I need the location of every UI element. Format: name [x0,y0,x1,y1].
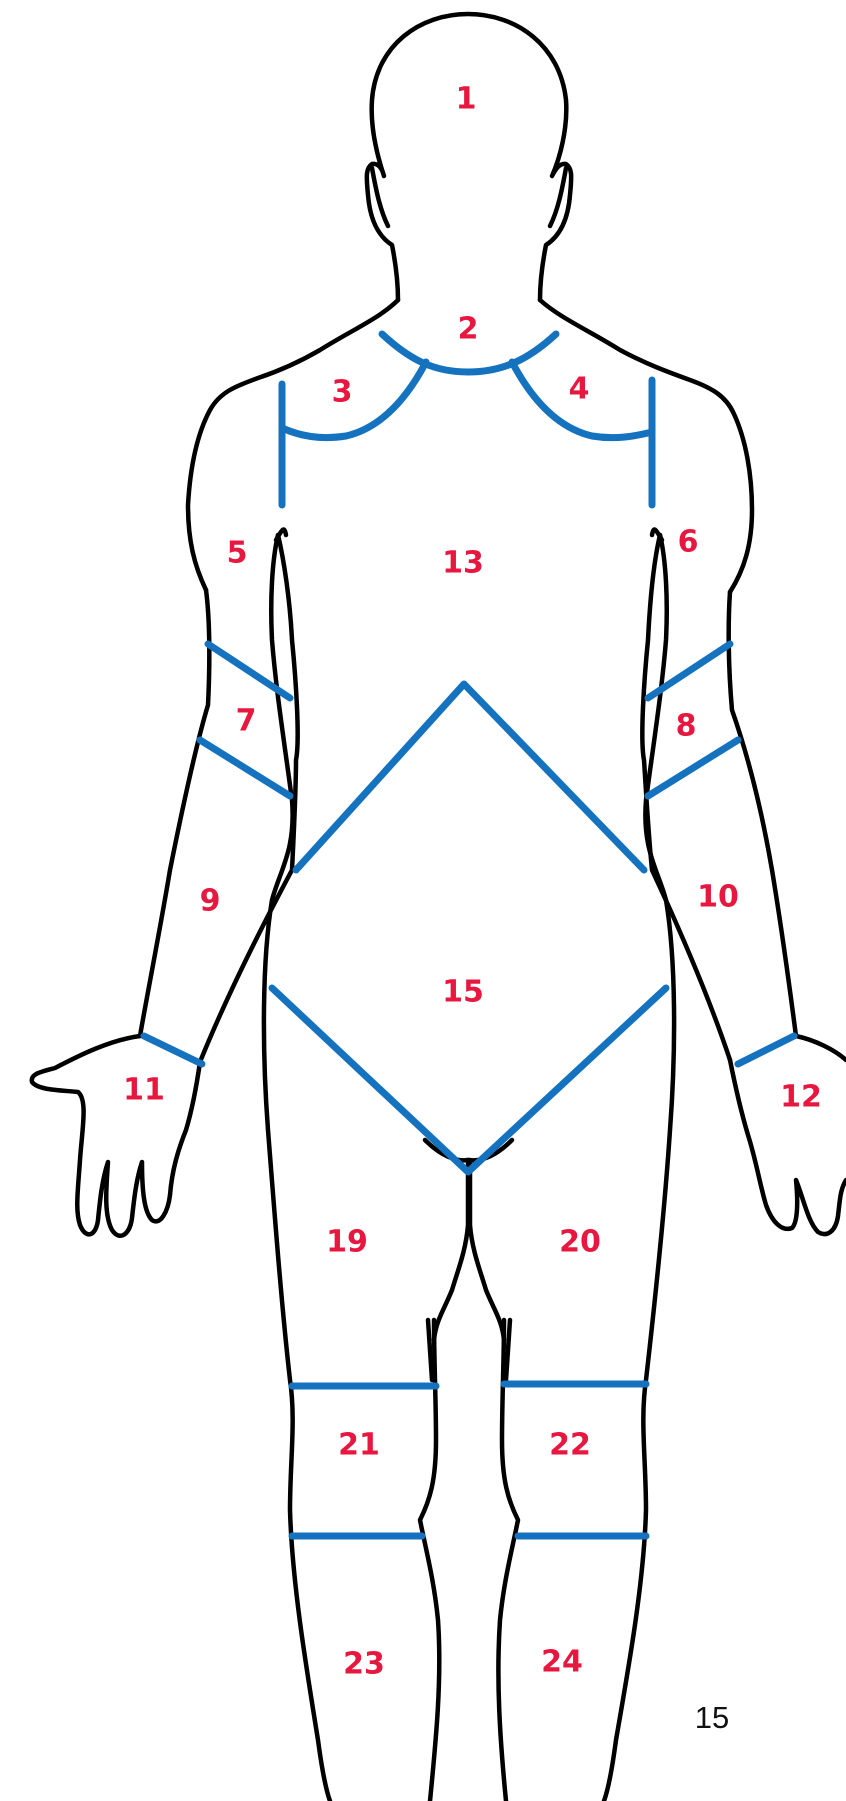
region-label-9: 9 [200,884,221,919]
page-number: 15 [672,1700,752,1736]
region-label-21: 21 [338,1428,380,1463]
region-label-23: 23 [343,1647,385,1682]
region-label-22: 22 [549,1428,591,1463]
region-label-6: 6 [678,525,699,560]
region-label-3: 3 [332,375,353,410]
region-label-11: 11 [123,1073,165,1108]
region-label-2: 2 [458,312,479,347]
region-label-20: 20 [559,1225,601,1260]
region-label-8: 8 [676,709,697,744]
region-label-12: 12 [780,1080,822,1115]
region-label-4: 4 [569,372,590,407]
region-label-15: 15 [442,975,484,1010]
region-label-10: 10 [697,880,739,915]
region-label-24: 24 [541,1645,583,1680]
region-label-7: 7 [236,704,257,739]
region-label-5: 5 [227,536,248,571]
region-label-1: 1 [456,82,477,117]
region-label-13: 13 [442,546,484,581]
region-label-19: 19 [326,1225,368,1260]
